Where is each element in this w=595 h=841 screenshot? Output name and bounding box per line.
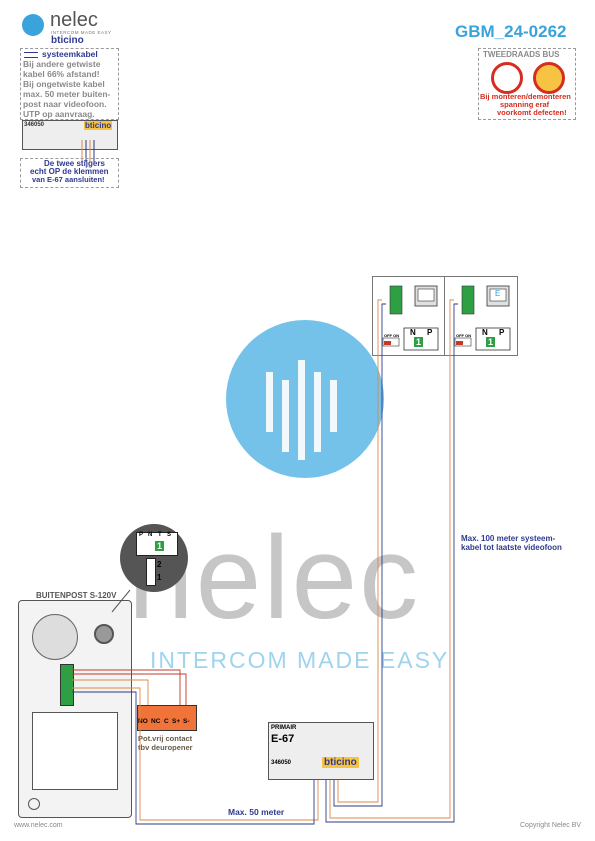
warning-line-1: Bij monteren/demonteren (480, 92, 571, 101)
vp2-screen-label: E (495, 289, 501, 298)
doc-code: GBM_24-0262 (455, 22, 567, 41)
footer-right: Copyright Nelec BV (520, 822, 582, 829)
no-plug-icon (491, 62, 523, 94)
outdoor-title: BUITENPOST S-120V (36, 591, 117, 600)
outdoor-camera (94, 624, 114, 644)
cable-note-icon (24, 52, 38, 58)
relay-caption-1: Pot.vrij contact (138, 734, 193, 743)
warning-box (478, 48, 576, 120)
vp2-value: 1 (486, 337, 496, 347)
cable-note-line-1: Bij andere getwiste (23, 59, 101, 69)
no-voltage-icon (533, 62, 565, 94)
relay-terminal-c: C (164, 718, 169, 725)
riser-note-line-2: echt OP de klemmen (30, 167, 109, 176)
brand-sub: bticino (51, 35, 84, 46)
riser-note-line-1: De twee stijgers (44, 159, 105, 168)
zoom-label-t: T (158, 532, 162, 538)
zoom-switch (146, 558, 156, 586)
vp2-switch-label: OFF ON (456, 333, 472, 338)
cable-note-box (20, 48, 119, 120)
zoom-label-p: P (139, 532, 144, 538)
footer-left[interactable]: www.nelec.com (14, 822, 63, 829)
e67-brand: bticino (322, 757, 359, 768)
vp1-n-label: N (410, 328, 416, 337)
riser-note-box (20, 158, 119, 188)
vp1-switch-label: OFF ON (384, 333, 400, 338)
zoom-value: 1 (155, 541, 165, 551)
brand-logo-icon (22, 14, 44, 36)
zoom-label-s: S (167, 532, 172, 538)
relay-terminal-splus: S+ (172, 718, 181, 725)
zoom-switch-top: 2 (157, 560, 162, 569)
cable-note-line-6: UTP op aanvraag. (23, 109, 95, 119)
outdoor-terminal-block (60, 664, 74, 706)
outdoor-speaker (32, 614, 78, 660)
riser-note-line-3: van E-67 aansluiten! (32, 175, 105, 184)
cable-note-line-5: post naar videofoon. (23, 99, 107, 109)
max100-line-1: Max. 100 meter systeem- (461, 534, 556, 543)
zoom-label-n: N (148, 532, 153, 538)
brand-name: nelec (50, 9, 98, 31)
warning-line-2: spanning eraf (500, 100, 550, 109)
vp2-n-label: N (482, 328, 488, 337)
zoom-switch-bottom: 1 (157, 573, 162, 582)
vp2-p-label: P (499, 328, 505, 337)
max100-line-2: kabel tot laatste videofoon (461, 543, 562, 552)
max50-label: Max. 50 meter (228, 807, 285, 817)
cable-note-line-3: Bij ongetwiste kabel (23, 79, 105, 89)
warning-line-3: voorkomt defecten! (497, 108, 567, 117)
cable-note-title: systeemkabel (42, 49, 98, 59)
cable-note-line-2: kabel 66% afstand! (23, 69, 100, 79)
relay-caption-2: tbv deuropener (138, 743, 193, 752)
outdoor-bottom-icon (28, 798, 40, 810)
vp1-value: 1 (414, 337, 424, 347)
brand-tagline: INTERCOM MADE EASY (51, 30, 112, 35)
relay-terminal-no: NO (138, 718, 148, 725)
cable-note-line-4: max. 50 meter buiten- (23, 89, 111, 99)
warning-title: TWEEDRAADS BUS (483, 50, 560, 59)
top-module-code: 346050 (24, 122, 45, 128)
relay-terminal-smin: S- (183, 718, 190, 725)
vp1-p-label: P (427, 328, 433, 337)
outdoor-button-frame (32, 712, 118, 790)
top-module-brand: bticino (84, 121, 113, 130)
e67-code: 346050 (271, 760, 292, 766)
relay-terminal-nc: NC (151, 718, 161, 725)
e67-primary: PRIMAIR (271, 725, 297, 731)
e67-name: E-67 (271, 733, 295, 745)
